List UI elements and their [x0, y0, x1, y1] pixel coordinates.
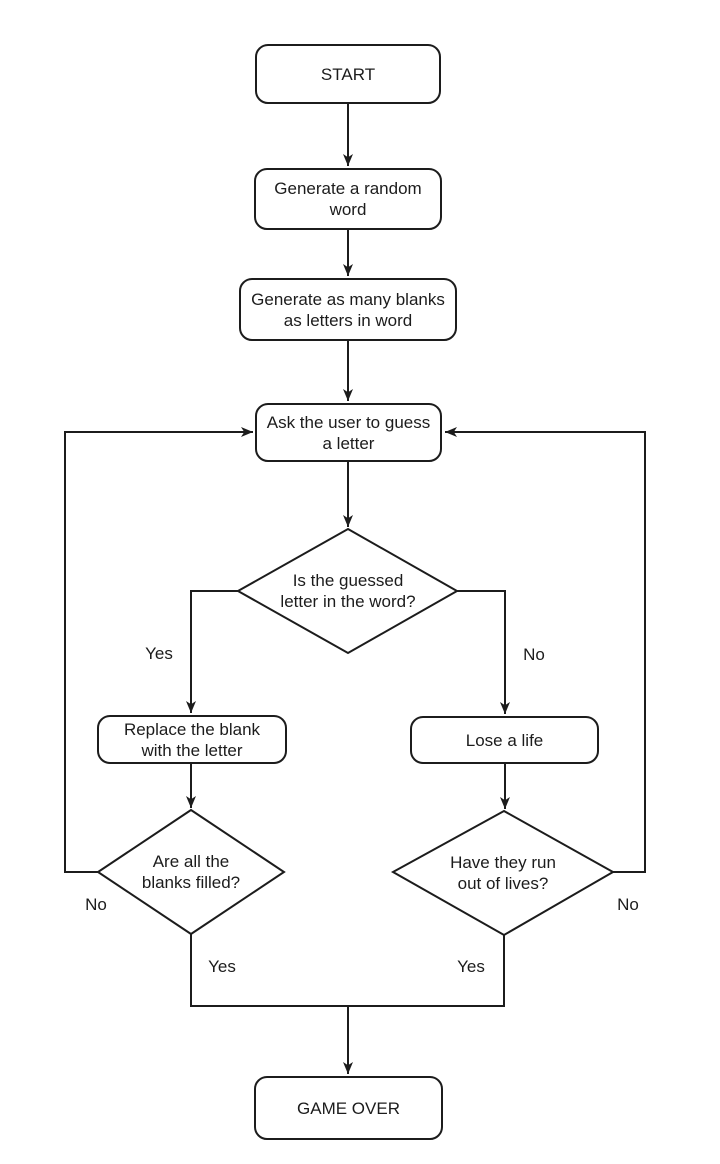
decision-out-of-lives-diamond: [390, 809, 616, 937]
ask-letter-node: Ask the user to guess a letter: [255, 403, 442, 462]
game-over-node-label: GAME OVER: [297, 1098, 400, 1118]
replace-blank-node: Replace the blank with the letter: [97, 715, 287, 764]
decision-letter-in-word-label: Is the guessed letter in the word?: [280, 571, 416, 611]
edge-letter-in-word-yes-to-replace-blank: [186, 590, 238, 713]
decision-blanks-filled-diamond: [96, 808, 286, 936]
ask-letter-node-label: Ask the user to guess a letter: [266, 412, 431, 453]
decision-blanks-filled-label: Are all the blanks filled?: [141, 852, 241, 892]
edge-label-yes-bottom-right: Yes: [457, 957, 485, 976]
decision-out-of-lives-label: Have they run out of lives?: [450, 853, 556, 893]
edge-blanks-filled-yes-to-junction: [190, 934, 349, 1007]
start-node: START: [255, 44, 441, 104]
decision-letter-in-word-diamond: [235, 527, 460, 655]
edge-letter-in-word-no-to-lose-life: [457, 590, 510, 714]
edge-out-of-lives-no-loop-to-ask-letter: [445, 427, 646, 873]
edge-label-no-right: No: [523, 645, 545, 664]
edge-blanks-filled-no-loop-to-ask-letter: [64, 427, 253, 873]
edge-label-yes-bottom-left: Yes: [208, 957, 236, 976]
lose-life-node: Lose a life: [410, 716, 599, 764]
replace-blank-node-label: Replace the blank with the letter: [123, 719, 261, 760]
generate-blanks-node-label: Generate as many blanks as letters in wo…: [251, 289, 445, 330]
lose-life-node-label: Lose a life: [465, 730, 544, 750]
edge-label-no-loop-right: No: [617, 895, 639, 914]
edge-out-of-lives-yes-to-junction: [347, 935, 505, 1007]
edge-label-no-loop-left: No: [85, 895, 107, 914]
game-over-node: GAME OVER: [254, 1076, 443, 1140]
generate-word-node: Generate a random word: [254, 168, 442, 230]
start-node-label: START: [320, 64, 376, 84]
generate-blanks-node: Generate as many blanks as letters in wo…: [239, 278, 457, 341]
generate-word-node-label: Generate a random word: [274, 179, 422, 219]
edge-label-yes-left: Yes: [145, 644, 173, 663]
